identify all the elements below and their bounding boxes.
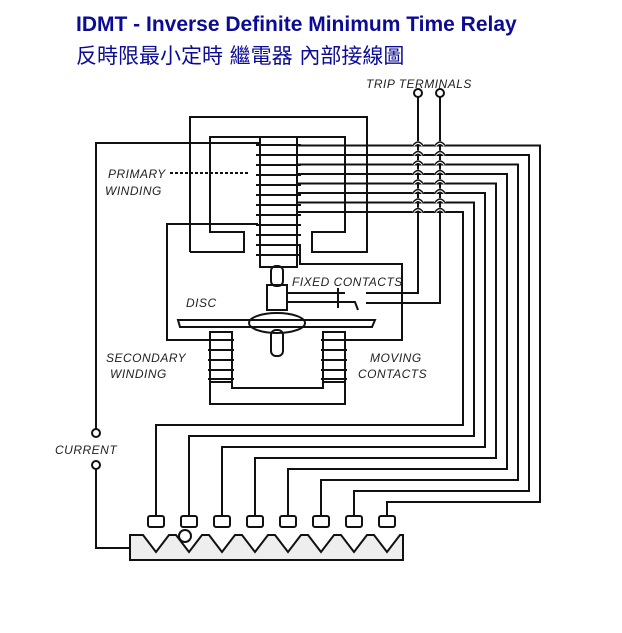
tap-wire — [297, 144, 541, 516]
magnetic-core — [189, 116, 368, 253]
crossover — [412, 169, 446, 175]
fixed-contacts-label: FIXED CONTACTS — [292, 275, 403, 289]
secondary-winding — [166, 223, 403, 405]
current-terminal-1[interactable] — [91, 428, 101, 438]
diagram-title: IDMT - Inverse Definite Minimum Time Rel… — [76, 13, 517, 36]
trip-terminals — [376, 88, 445, 304]
secondary-winding-label-2: WINDING — [110, 367, 167, 381]
plug-setting-bridge — [129, 515, 404, 561]
tap-wires — [155, 141, 541, 516]
current-terminals — [91, 142, 260, 549]
tap-wire — [254, 182, 497, 516]
crossover — [412, 207, 446, 213]
moving-contacts-label-2: CONTACTS — [358, 367, 427, 381]
crossover — [412, 150, 446, 156]
secondary-winding-label: SECONDARY — [106, 351, 187, 365]
tap-wire — [297, 154, 530, 516]
plug-socket[interactable] — [147, 515, 165, 528]
crossover — [412, 141, 446, 146]
plug-socket[interactable] — [345, 515, 363, 528]
plug-socket[interactable] — [213, 515, 231, 528]
plug-socket[interactable] — [312, 515, 330, 528]
crossover — [412, 188, 446, 194]
crossover — [412, 179, 446, 184]
tap-wire — [221, 192, 486, 516]
primary-winding-label: PRIMARY — [108, 167, 166, 181]
tap-wire — [155, 211, 464, 516]
crossover — [412, 198, 446, 203]
primary-winding-label-2: WINDING — [105, 184, 162, 198]
crossover — [412, 160, 446, 165]
moving-contacts-label: MOVING — [370, 351, 422, 365]
plug-socket[interactable] — [246, 515, 264, 528]
plug-socket[interactable] — [180, 515, 198, 528]
diagram-subtitle: 反時限最小定時 繼電器 內部接線圖 — [76, 44, 405, 68]
plug-socket[interactable] — [378, 515, 396, 528]
current-terminal-2[interactable] — [91, 460, 101, 470]
primary-winding — [256, 136, 301, 268]
current-label: CURRENT — [55, 443, 118, 457]
setting-plug[interactable] — [178, 529, 192, 543]
plug-socket[interactable] — [279, 515, 297, 528]
trip-terminals-label: TRIP TERMINALS — [366, 77, 472, 91]
disc-label: DISC — [186, 296, 217, 310]
disc-assembly — [176, 265, 377, 357]
